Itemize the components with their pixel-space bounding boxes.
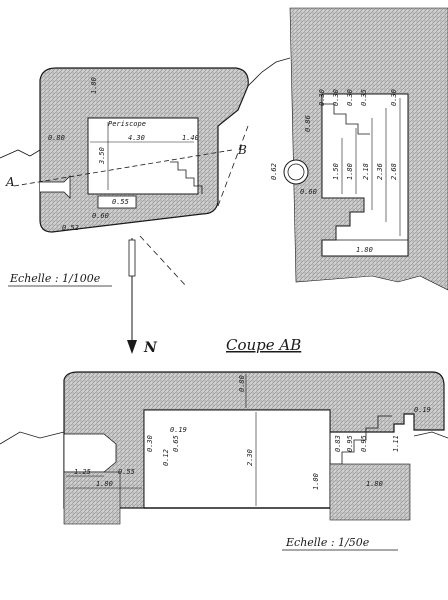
north-arrow-marker [128, 239, 136, 277]
detail-d5: 0.30 [390, 89, 398, 106]
plan-top-thickness: 1.80 [90, 77, 98, 94]
section-concrete [63, 371, 445, 509]
pipe-inner [287, 163, 305, 181]
plan-terrain-line [217, 125, 249, 207]
north-arrow-head [127, 340, 137, 354]
detail-upper-steps [322, 103, 370, 135]
section-line-ab [13, 149, 233, 187]
plan-chamber [97, 195, 137, 209]
section-terrain-right [413, 431, 448, 439]
section-step1: 0.83 [334, 435, 342, 452]
section-step2: 0.95 [346, 435, 354, 452]
section-floor-right [329, 463, 411, 521]
detail-d2: 0.30 [332, 89, 340, 106]
scale-plan: Echelle : 1/100e [9, 272, 101, 285]
detail-d4: 0.35 [360, 89, 368, 106]
plan-periscope-label: Periscope [108, 120, 146, 128]
detail-room [321, 93, 409, 257]
section-opening-a: 0.19 [170, 426, 187, 434]
section-title: Coupe AB [226, 336, 301, 354]
plan-left-thickness: 0.80 [48, 134, 65, 142]
point-b-label: B [237, 143, 247, 157]
section-step4: 1.11 [392, 435, 400, 452]
detail-floor-dim: 1.80 [356, 246, 373, 254]
plan-terrain-left [0, 149, 41, 159]
detail-h1: 1.50 [332, 163, 340, 180]
plan-room [87, 117, 199, 195]
plan-steps [170, 161, 203, 194]
section-step3: 0.95 [360, 435, 368, 452]
plan-view: 1.80 0.80 Periscope 4.30 1.40 3.50 0.55 … [0, 57, 291, 287]
plan-terrain-line-2 [139, 235, 187, 287]
section-roof: 0.80 [238, 375, 246, 392]
section-step-top: 0.19 [414, 406, 431, 414]
plan-terrain-right [247, 57, 291, 87]
section-opening-d: 0.65 [172, 435, 180, 452]
plan-entrance [40, 175, 71, 199]
plan-width: 4.30 [128, 134, 145, 142]
section-w1: 1.25 [74, 468, 91, 476]
section-floor-left [63, 471, 121, 525]
detail-view: 0.30 0.30 0.30 0.35 0.30 0.86 1.50 1.80 … [270, 7, 448, 291]
section-embrasure [63, 433, 117, 473]
section-opening-c: 0.12 [162, 449, 170, 466]
detail-h2: 1.80 [346, 163, 354, 180]
point-a-label: A [5, 175, 15, 189]
detail-left-thickness: 0.86 [304, 115, 312, 132]
detail-h3: 2.18 [362, 163, 370, 180]
section-w3: 1.80 [96, 480, 113, 488]
plan-bottom-left: 0.52 [62, 224, 79, 232]
section-view: 0.80 2.30 1.25 0.55 1.80 0.19 0.30 0.12 … [0, 371, 448, 525]
section-floor-right-dim: 1.80 [366, 480, 383, 488]
north-arrow: N [127, 238, 158, 356]
section-w2: 0.55 [118, 468, 135, 476]
section-terrain-left [0, 431, 65, 445]
north-label: N [143, 340, 158, 356]
section-height: 2.30 [246, 449, 254, 466]
detail-h5: 2.68 [390, 163, 398, 180]
scale-section: Echelle : 1/50e [285, 536, 370, 549]
section-room [143, 409, 331, 509]
section-foot: 1.00 [312, 473, 320, 490]
pipe-inner-label: 0.60 [300, 188, 317, 196]
plan-small-a: 0.55 [112, 198, 129, 206]
detail-d3: 0.30 [346, 89, 354, 106]
plan-small-b: 0.60 [92, 212, 109, 220]
plan-right-gap: 1.40 [182, 134, 199, 142]
section-opening-b: 0.30 [146, 435, 154, 452]
detail-d1: 0.30 [318, 89, 326, 106]
detail-h4: 2.36 [376, 163, 384, 180]
pipe-outer-label: 0.62 [270, 163, 278, 180]
plan-height: 3.50 [98, 147, 106, 165]
